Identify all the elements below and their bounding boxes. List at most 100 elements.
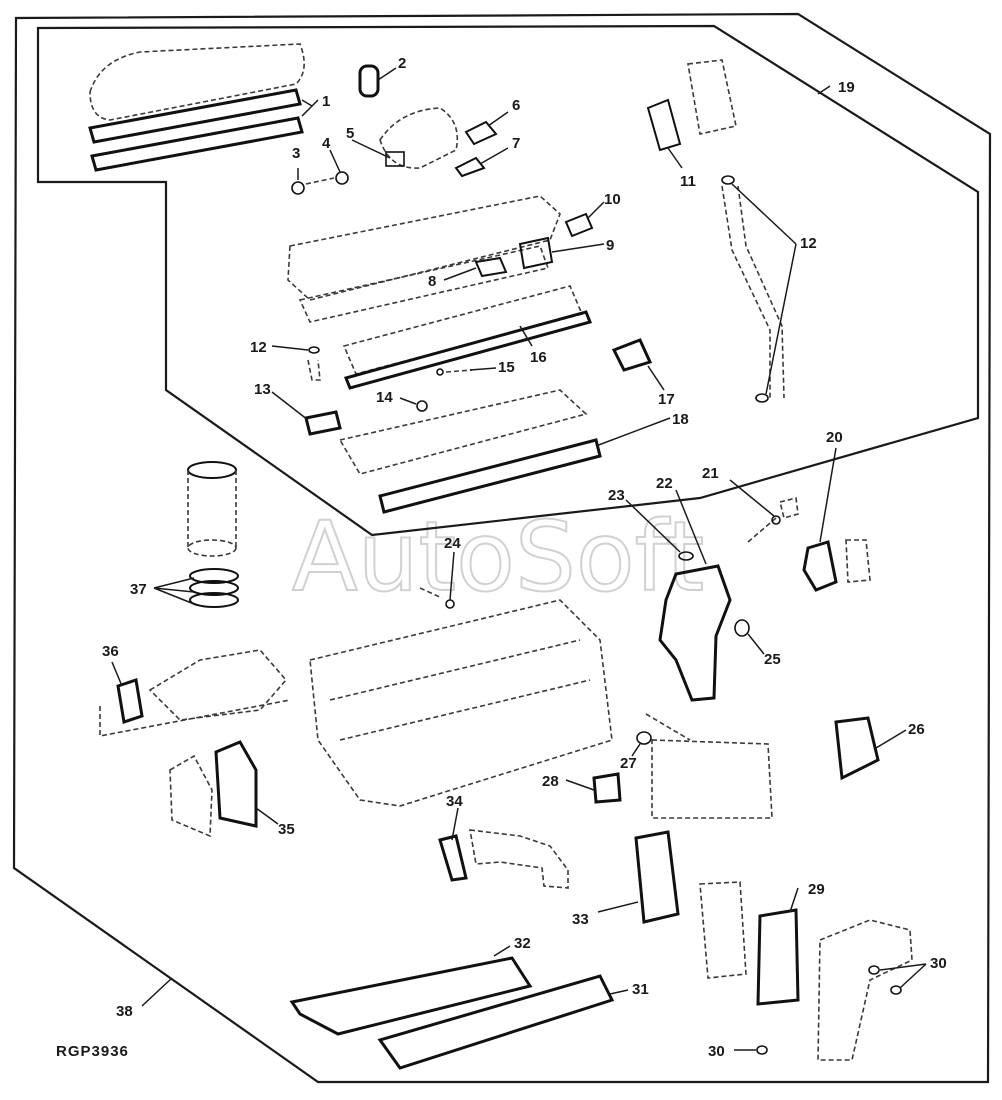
thermostat-housing-ghost <box>379 107 459 169</box>
washer-21 <box>771 515 781 525</box>
callout-6: 6 <box>512 97 520 114</box>
gasket-17 <box>611 338 653 372</box>
callout-2: 2 <box>398 55 406 72</box>
callout-3: 3 <box>292 145 300 162</box>
gasket-13 <box>304 410 342 436</box>
filter-base-ghost <box>817 919 913 1061</box>
callout-27: 27 <box>620 755 637 772</box>
gasket-7 <box>454 156 486 178</box>
washer-15 <box>436 368 444 376</box>
callout-17: 17 <box>658 391 675 408</box>
callout-29: 29 <box>808 881 825 898</box>
callout-7: 7 <box>512 135 520 152</box>
seal-2 <box>358 64 380 98</box>
water-pump-ghost <box>99 649 291 737</box>
gasket-29 <box>756 908 800 1006</box>
cover-20-ghost <box>845 539 871 583</box>
callout-36: 36 <box>102 643 119 660</box>
fitting-21 <box>779 497 799 519</box>
oil-tube-ghost <box>721 185 785 399</box>
gasket-8 <box>474 256 508 278</box>
callout-1: 1 <box>322 93 330 110</box>
o-ring-4 <box>335 171 349 185</box>
callout-30-bottom: 30 <box>708 1043 725 1060</box>
callout-25: 25 <box>764 651 781 668</box>
callout-22: 22 <box>656 475 673 492</box>
oil-pan-gasket-31 <box>377 974 615 1070</box>
cover-35-ghost <box>169 754 213 838</box>
stud-24 <box>419 587 443 599</box>
o-ring-27 <box>636 731 652 745</box>
gasket-9 <box>518 236 554 270</box>
figure-reference-code: RGP3936 <box>56 1043 129 1060</box>
gasket-35 <box>214 740 258 828</box>
callout-9: 9 <box>606 237 614 254</box>
head-gasket-18 <box>378 438 602 514</box>
gasket-20 <box>802 540 838 592</box>
stud-21 <box>747 517 777 543</box>
callout-5: 5 <box>346 125 354 142</box>
callout-12-right: 12 <box>800 235 817 252</box>
overhaul-kit-frame <box>12 12 992 1084</box>
callout-4: 4 <box>322 135 331 152</box>
block-detail-ghost <box>329 639 591 741</box>
stud-15 <box>445 369 473 373</box>
callout-23: 23 <box>608 487 625 504</box>
watermark: AutoSoft <box>292 501 704 613</box>
gasket-26 <box>834 716 880 781</box>
oil-pan-gasket-32 <box>289 956 533 1036</box>
callout-34: 34 <box>446 793 463 810</box>
pump-ghost <box>687 59 737 135</box>
o-ring-12-top <box>721 175 735 185</box>
rocker-cover-gaskets <box>88 43 305 172</box>
callout-12-left: 12 <box>250 339 267 356</box>
o-ring-12-bottom <box>755 393 769 403</box>
callout-21: 21 <box>702 465 719 482</box>
callout-18: 18 <box>672 411 689 428</box>
leader-lines <box>111 67 927 1051</box>
callout-33: 33 <box>572 911 589 928</box>
callout-14: 14 <box>376 389 393 406</box>
callout-28: 28 <box>542 773 559 790</box>
intake-manifold-ghost <box>287 195 561 301</box>
callout-38: 38 <box>116 1003 133 1020</box>
o-ring-23 <box>678 551 694 561</box>
callout-8: 8 <box>428 273 436 290</box>
callout-26: 26 <box>908 721 925 738</box>
tube-left-ghost <box>307 359 321 381</box>
engine-block-ghost <box>309 599 613 807</box>
o-ring-14 <box>416 400 428 412</box>
o-ring-30-b <box>890 985 902 995</box>
callout-35: 35 <box>278 821 295 838</box>
o-ring-25 <box>734 619 750 637</box>
o-ring-30-a <box>868 965 880 975</box>
callout-32: 32 <box>514 935 531 952</box>
callout-13: 13 <box>254 381 271 398</box>
plug-ghost <box>305 177 335 185</box>
elbow-34-ghost <box>469 829 569 889</box>
timing-cover-gasket-22 <box>658 564 732 702</box>
callout-16: 16 <box>530 349 547 366</box>
callout-19: 19 <box>838 79 855 96</box>
exhaust-manifold-gasket-16 <box>343 310 593 390</box>
o-ring-3 <box>291 181 305 195</box>
callout-15: 15 <box>498 359 515 376</box>
callout-24: 24 <box>444 535 461 552</box>
callout-30-right: 30 <box>930 955 947 972</box>
gasket-11 <box>646 98 682 152</box>
callout-11: 11 <box>680 173 696 190</box>
callout-31: 31 <box>632 981 649 998</box>
gasket-34 <box>438 834 468 882</box>
gasket-33 <box>634 830 680 924</box>
callout-37: 37 <box>130 581 147 598</box>
manifold-ghost-lower <box>298 245 550 323</box>
cylinder-head-ghost <box>338 389 588 475</box>
callout-labels: 1 2 3 4 5 6 7 8 9 10 11 12 12 13 14 15 1… <box>102 55 947 1060</box>
cylinder-liner-and-rings <box>187 461 239 608</box>
o-ring-12-left <box>308 346 320 354</box>
gasket-28 <box>592 772 622 804</box>
oil-cooler-ghost <box>699 881 747 979</box>
injection-pump-ghost <box>645 713 773 819</box>
